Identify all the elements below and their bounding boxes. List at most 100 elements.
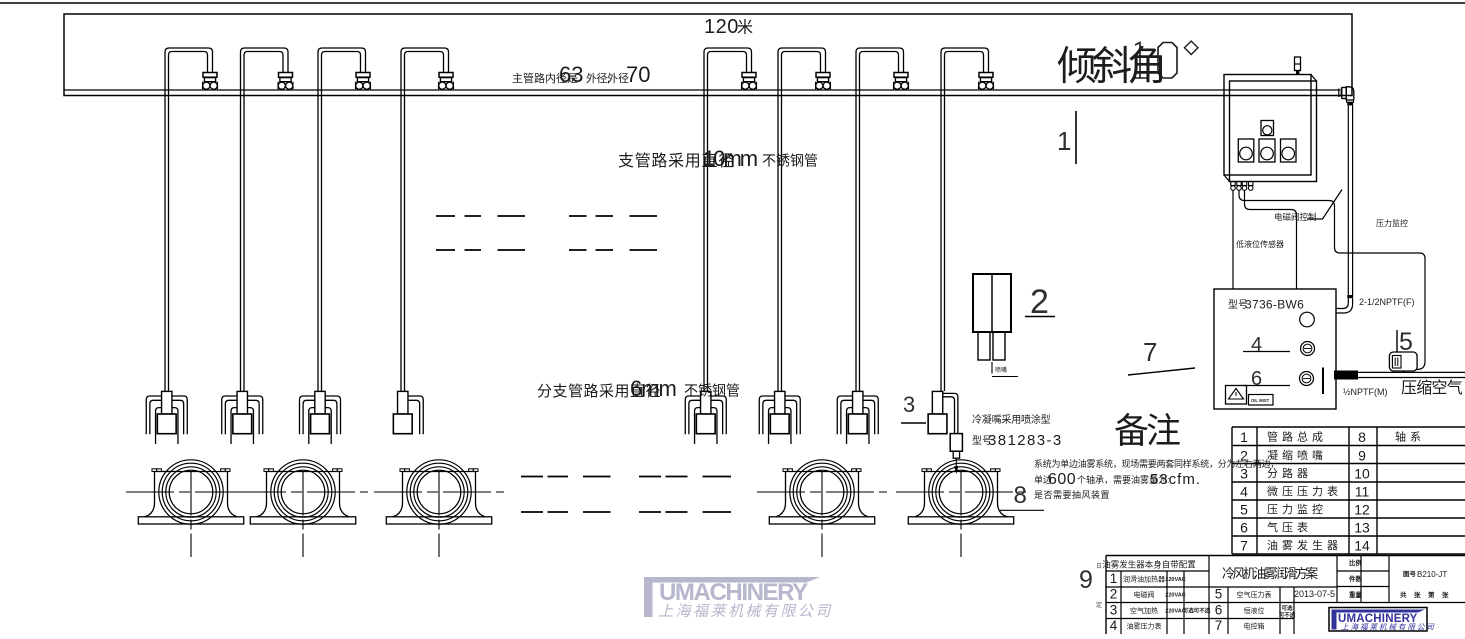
svg-text:外径,: 外径, [586, 72, 610, 85]
svg-text:8: 8 [1358, 429, 1366, 445]
svg-text:上海福莱机械有限公司: 上海福莱机械有限公司 [657, 603, 836, 620]
svg-text:空气加热: 空气加热 [1130, 606, 1158, 615]
svg-text:2-1/2NPTF(F): 2-1/2NPTF(F) [1359, 297, 1415, 307]
svg-text:冷凝嘴采用喷涂型: 冷凝嘴采用喷涂型 [972, 413, 1051, 426]
svg-text:张: 张 [1442, 590, 1449, 599]
svg-text:重量: 重量 [1349, 590, 1363, 599]
svg-text:9: 9 [1079, 566, 1093, 594]
svg-text:压力监控: 压力监控 [1267, 502, 1327, 516]
svg-text:6: 6 [1251, 368, 1262, 390]
svg-text:不锈钢管: 不锈钢管 [762, 153, 818, 169]
svg-text:5: 5 [1240, 502, 1248, 518]
svg-text:气压表: 气压表 [1267, 520, 1312, 534]
svg-text:管路总成: 管路总成 [1267, 430, 1327, 444]
svg-text:6: 6 [1215, 603, 1223, 618]
svg-text:型号: 型号 [972, 434, 992, 447]
svg-text:2013-07-5: 2013-07-5 [1294, 589, 1335, 599]
svg-text:备注: 备注 [1114, 412, 1180, 451]
svg-text:压缩空气: 压缩空气 [1401, 379, 1463, 397]
svg-text:120: 120 [704, 16, 739, 38]
svg-text:4: 4 [1110, 618, 1118, 633]
svg-text:倾斜角: 倾斜角 [1057, 45, 1162, 89]
svg-text:1: 1 [1057, 126, 1071, 156]
svg-text:1: 1 [1240, 429, 1248, 445]
svg-text:10mm: 10mm [703, 146, 757, 171]
svg-text:分支管路采用直径: 分支管路采用直径 [537, 383, 661, 400]
svg-text:低液位传感器: 低液位传感器 [1236, 239, 1284, 249]
svg-text:压力监控: 压力监控 [1376, 218, 1408, 228]
svg-text:7: 7 [1215, 618, 1223, 633]
svg-text:分路器: 分路器 [1267, 467, 1312, 480]
svg-text:定: 定 [1096, 601, 1102, 609]
svg-text:70: 70 [626, 62, 650, 87]
svg-text:9: 9 [1358, 448, 1366, 464]
svg-text:轴系: 轴系 [1395, 430, 1425, 444]
svg-text:11: 11 [1355, 484, 1370, 500]
svg-text:凝缩喷嘴: 凝缩喷嘴 [1267, 448, 1327, 462]
svg-text:6mm: 6mm [630, 376, 676, 401]
svg-text:系统为单边油雾系统，现场需要两套同样系统，分为左右两边，: 系统为单边油雾系统，现场需要两套同样系统，分为左右两边， [1034, 458, 1279, 469]
svg-text:电磁阀控制: 电磁阀控制 [1274, 212, 1317, 222]
svg-text:8: 8 [1014, 482, 1027, 509]
svg-text:4: 4 [1251, 334, 1262, 356]
svg-text:恒液位: 恒液位 [1244, 606, 1265, 615]
svg-text:第: 第 [1428, 590, 1435, 599]
svg-text:外径: 外径 [607, 72, 629, 85]
svg-text:10: 10 [1354, 466, 1370, 482]
svg-text:UMACHINERY: UMACHINERY [1338, 613, 1418, 625]
svg-text:4: 4 [1240, 484, 1248, 500]
svg-text:微压压力表: 微压压力表 [1267, 484, 1342, 498]
svg-text:型号: 型号 [1228, 298, 1248, 311]
svg-text:电控箱: 电控箱 [1244, 622, 1265, 631]
svg-text:2: 2 [1030, 283, 1049, 321]
svg-text:1: 1 [1110, 571, 1118, 586]
svg-text:润滑油加热器: 润滑油加热器 [1123, 575, 1165, 584]
svg-text:2: 2 [1240, 448, 1248, 464]
svg-text:单边: 单边 [1034, 474, 1052, 485]
svg-text:上海福莱机械有限公司: 上海福莱机械有限公司 [1341, 622, 1438, 632]
svg-text:共: 共 [1400, 590, 1407, 599]
svg-text:14: 14 [1354, 538, 1370, 554]
svg-text:电磁阀: 电磁阀 [1134, 590, 1155, 599]
svg-text:空气压力表: 空气压力表 [1237, 590, 1272, 599]
svg-text:12: 12 [1354, 502, 1370, 518]
svg-text:UMACHINERY: UMACHINERY [659, 579, 808, 606]
svg-text:2: 2 [1110, 587, 1118, 602]
svg-text:喷嘴: 喷嘴 [995, 366, 1007, 374]
svg-text:可选: 可选 [1281, 604, 1293, 612]
svg-text:油雾发生器本身自带配置: 油雾发生器本身自带配置 [1102, 560, 1196, 570]
svg-text:件数: 件数 [1349, 574, 1363, 583]
svg-text:主管路内径是: 主管路内径是 [512, 71, 578, 85]
svg-text:张: 张 [1414, 590, 1421, 599]
svg-text:日: 日 [1096, 563, 1102, 570]
svg-text:381283-3: 381283-3 [988, 432, 1063, 449]
svg-text:支管路采用直径: 支管路采用直径 [618, 152, 735, 170]
svg-text:B210-JT: B210-JT [1417, 570, 1447, 579]
svg-text:图号: 图号 [1403, 569, 1417, 578]
svg-text:油雾发生器: 油雾发生器 [1267, 538, 1342, 552]
svg-text:比例: 比例 [1349, 558, 1363, 567]
svg-text:3: 3 [1110, 603, 1118, 618]
svg-text:油雾压力表: 油雾压力表 [1127, 622, 1162, 631]
svg-text:7: 7 [1240, 538, 1248, 554]
svg-text:可不选: 可不选 [1279, 611, 1296, 619]
svg-text:OIL MIST: OIL MIST [1251, 398, 1270, 403]
svg-text:220VAC: 220VAC [1165, 593, 1185, 599]
svg-text:5: 5 [1399, 328, 1413, 356]
svg-text:不锈钢管: 不锈钢管 [684, 383, 740, 399]
svg-text:3736-BW6: 3736-BW6 [1245, 298, 1304, 312]
svg-text:3: 3 [903, 392, 915, 417]
svg-text:13: 13 [1354, 520, 1370, 536]
svg-text:220VAC: 220VAC [1165, 577, 1185, 583]
svg-text:63: 63 [559, 62, 583, 87]
svg-text:是否需要抽风装置: 是否需要抽风装置 [1034, 489, 1110, 500]
svg-text:6: 6 [1240, 520, 1248, 536]
svg-text:7: 7 [1143, 337, 1157, 367]
svg-text:53cfm.: 53cfm. [1150, 471, 1201, 488]
svg-text:220VAC: 220VAC [1165, 609, 1185, 615]
svg-text:600: 600 [1048, 471, 1076, 488]
svg-text:个轴承，需要油雾量为:: 个轴承，需要油雾量为: [1077, 474, 1170, 485]
svg-text:米: 米 [737, 19, 753, 37]
svg-text:3: 3 [1240, 466, 1248, 482]
svg-text:冷风机油雾润滑方案: 冷风机油雾润滑方案 [1222, 566, 1318, 581]
